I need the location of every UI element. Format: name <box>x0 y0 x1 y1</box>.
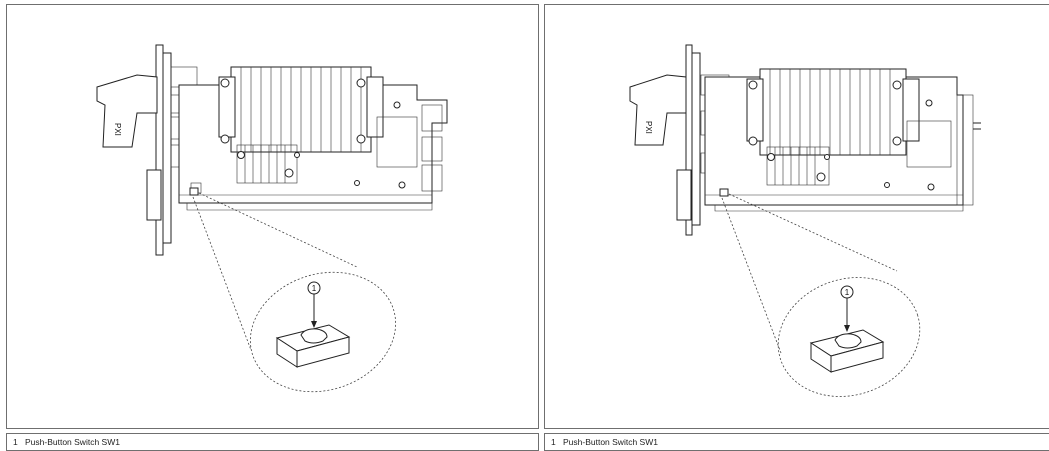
legend-label: Push-Button Switch SW1 <box>25 437 120 447</box>
front-faceplate <box>155 44 164 256</box>
board-diagram-right: PXI <box>629 44 981 397</box>
ejector-handle <box>629 74 687 146</box>
svg-text:PXI: PXI <box>113 123 122 136</box>
legend-number: 1 <box>551 437 556 447</box>
magnifier-outline <box>777 277 921 397</box>
legend-number: 1 <box>13 437 18 447</box>
board-diagram-left: PXI <box>96 44 448 393</box>
legend-label: Push-Button Switch SW1 <box>563 437 658 447</box>
callout-number: 1 <box>845 288 850 297</box>
legend-row-left: 1 Push-Button Switch SW1 <box>6 433 539 451</box>
figure-panel-left: PXI <box>6 4 539 429</box>
figure-panel-right: PXI <box>544 4 1049 429</box>
push-button-switch <box>809 329 885 373</box>
switch-location-marker <box>719 188 729 197</box>
switch-location-marker <box>189 187 199 196</box>
legend-row-right: 1 Push-Button Switch SW1 <box>544 433 1049 451</box>
magnifier-outline <box>249 271 397 393</box>
ejector-handle <box>96 74 158 148</box>
heatsink <box>759 68 907 156</box>
svg-text:PXI: PXI <box>644 121 653 134</box>
push-button-switch <box>275 324 351 368</box>
callout-number: 1 <box>312 284 317 293</box>
